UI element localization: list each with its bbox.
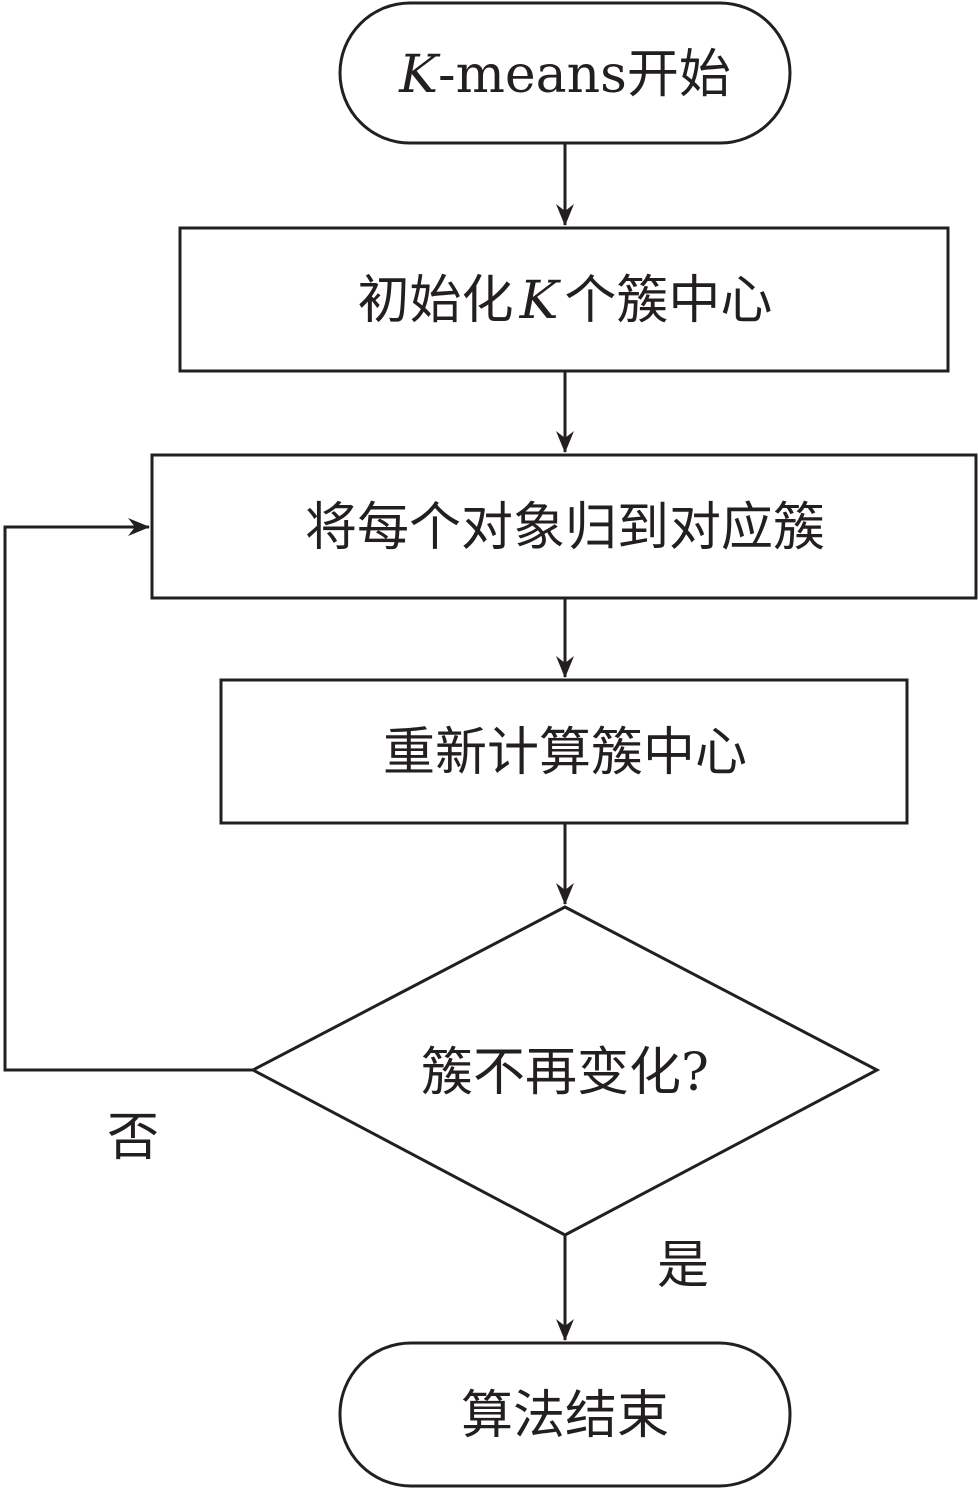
assign-node: 将每个对象归到对应簇: [150, 453, 978, 600]
yes-branch-label: 是: [657, 1236, 709, 1296]
end-node-label: 算法结束: [461, 1386, 669, 1446]
init-k-symbol: K: [519, 271, 562, 331]
end-node: 算法结束: [338, 1341, 792, 1488]
init-node-shape: [178, 226, 950, 373]
start-label-rest: -means开始: [438, 45, 731, 105]
arrow-loop-no: [3, 518, 253, 1072]
recompute-node-shape: [219, 678, 909, 825]
recompute-node: 重新计算簇中心: [219, 678, 909, 825]
decision-node-label: 簇不再变化?: [421, 1043, 709, 1103]
end-node-shape: [338, 1341, 792, 1488]
no-branch-label: 否: [107, 1108, 159, 1168]
decision-node: 簇不再变化?: [249, 905, 881, 1237]
init-label-prefix: 初始化: [358, 271, 514, 331]
init-label-suffix: 个簇中心: [564, 271, 772, 331]
start-k-symbol: K: [398, 45, 441, 105]
start-node-label: K-means开始: [398, 45, 731, 105]
start-node: K-means开始: [338, 1, 792, 145]
recompute-node-label: 重新计算簇中心: [383, 723, 747, 783]
assign-node-label: 将每个对象归到对应簇: [305, 498, 825, 558]
